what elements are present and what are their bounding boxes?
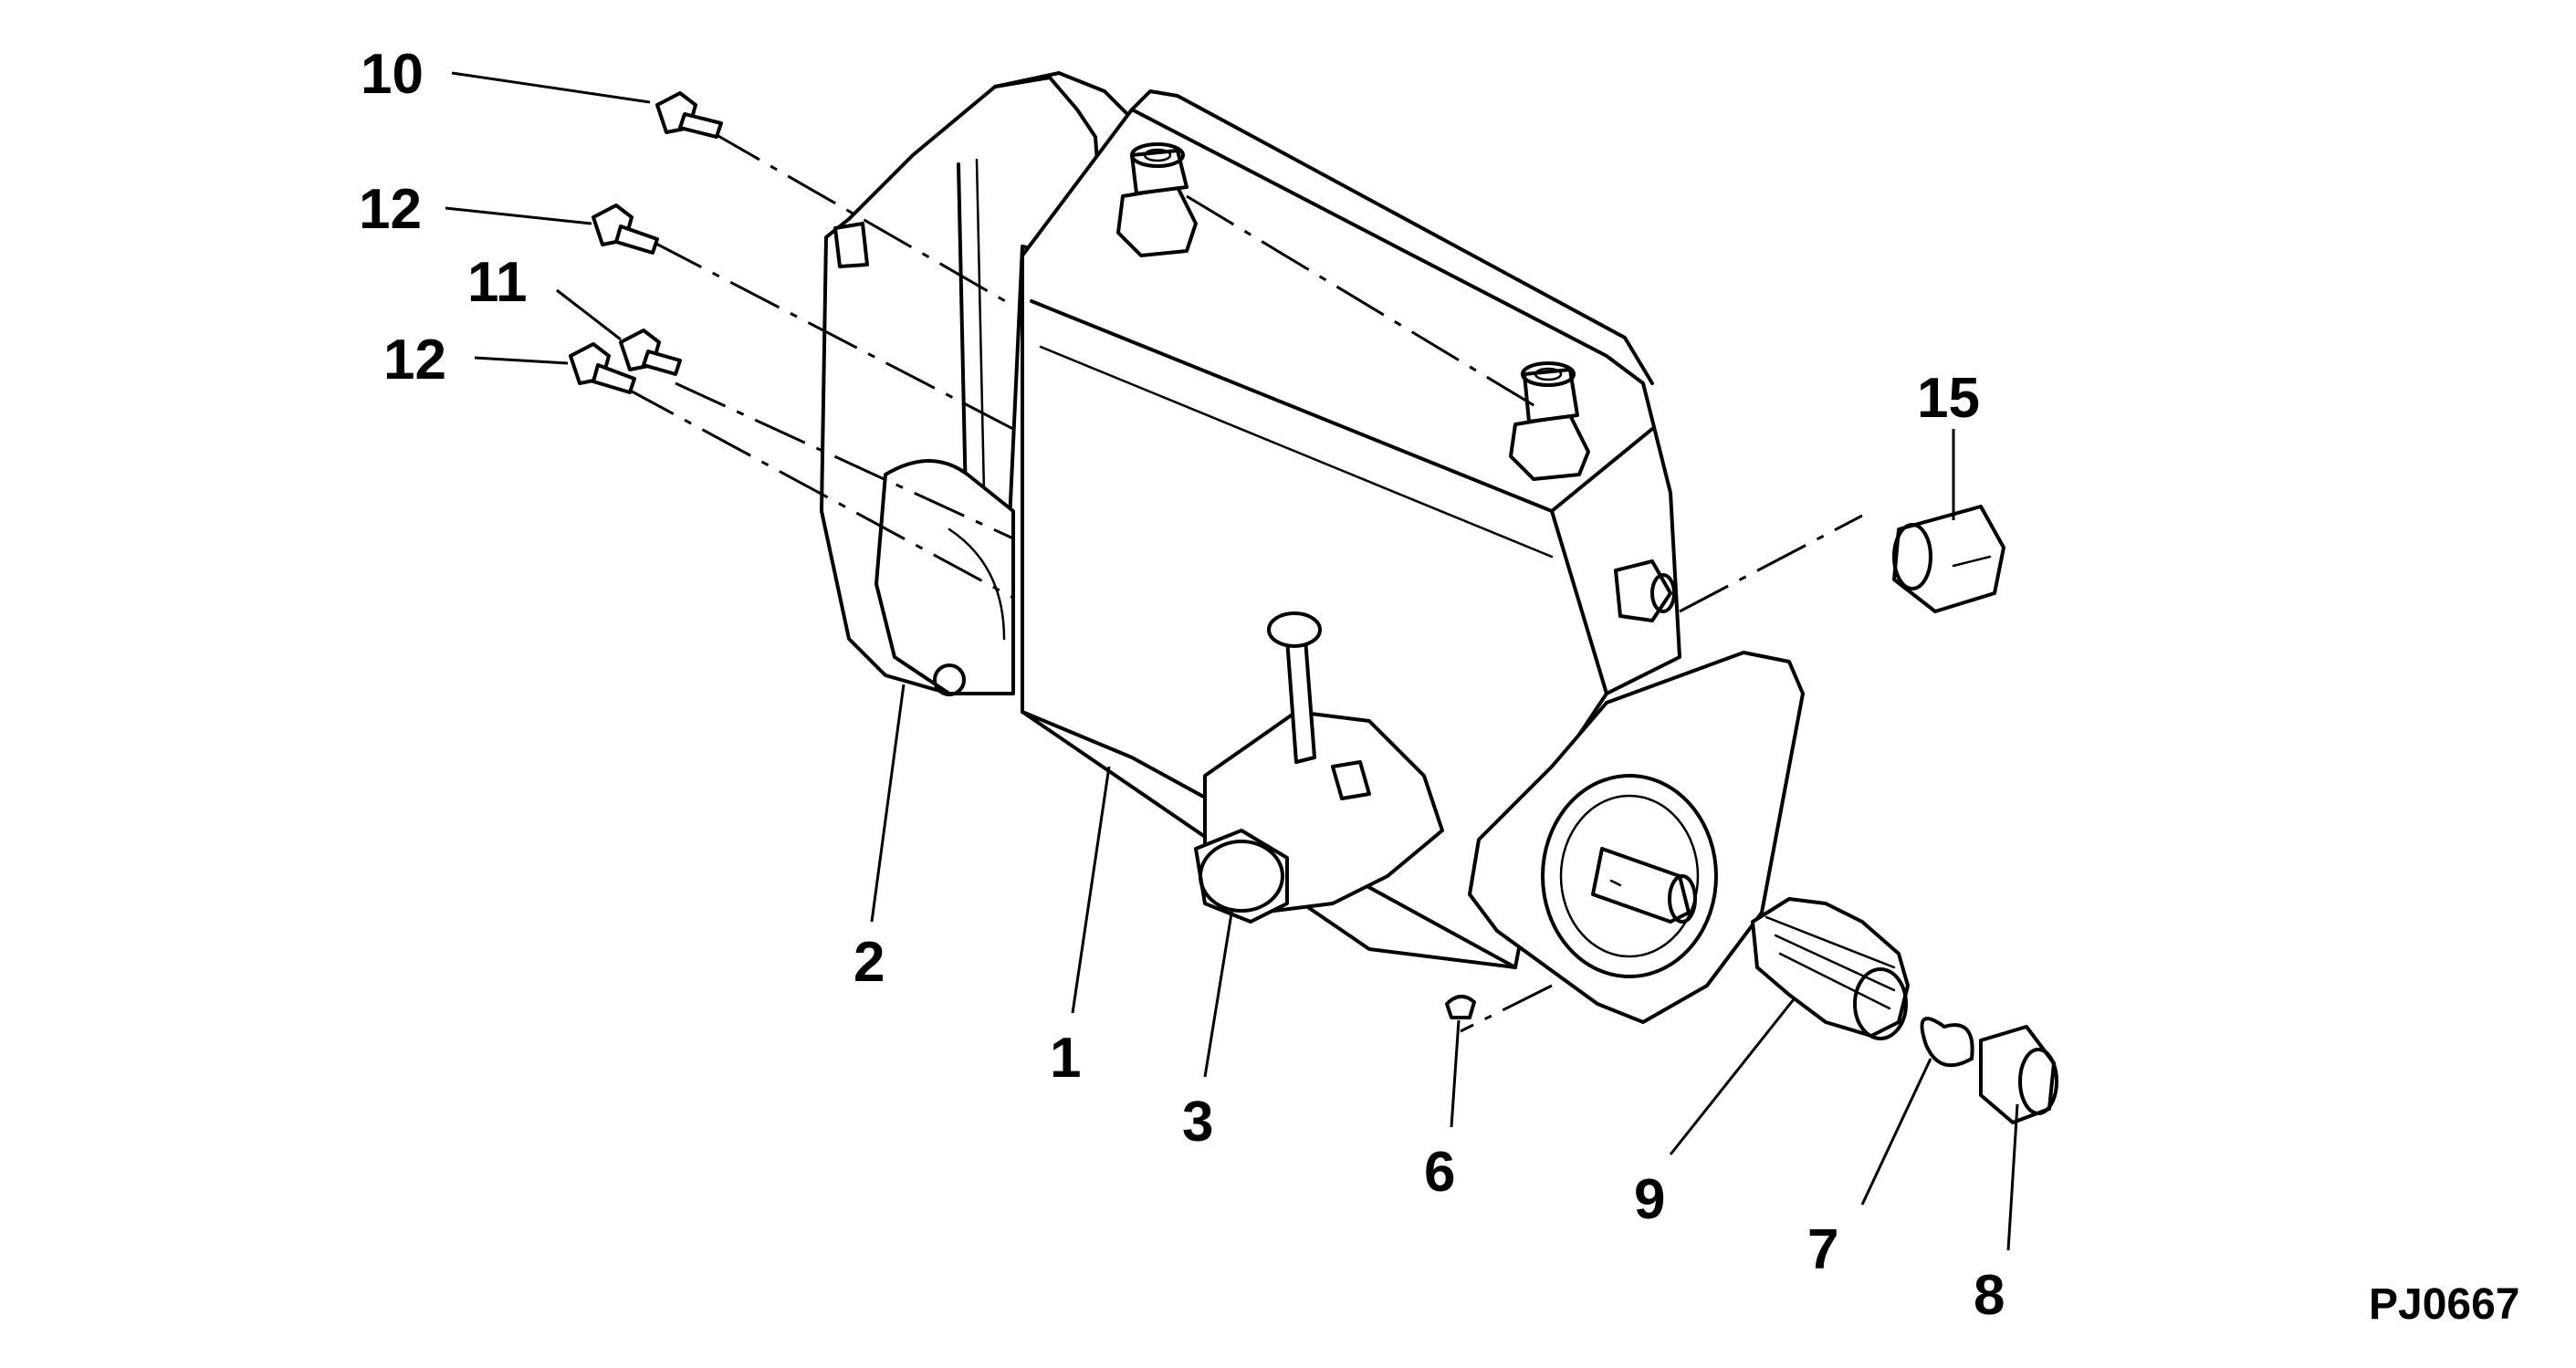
callout-10: 10 xyxy=(361,43,424,106)
callout-12-upper: 12 xyxy=(359,178,422,241)
callout-11: 11 xyxy=(467,251,528,314)
alignment-lines xyxy=(624,131,1863,1033)
callout-7: 7 xyxy=(1807,1218,1838,1281)
callout-15: 15 xyxy=(1917,367,1980,430)
callout-12-lower: 12 xyxy=(383,329,446,392)
side-plug xyxy=(1614,559,1676,622)
callout-3: 3 xyxy=(1182,1091,1213,1154)
circlip-7 xyxy=(1920,1017,1974,1068)
delivery-outlet-1 xyxy=(1116,142,1198,257)
screw-12-lower xyxy=(569,342,636,394)
gear-9 xyxy=(1751,897,1910,1040)
screw-10 xyxy=(655,91,723,139)
screw-11 xyxy=(619,329,682,376)
callout-1: 1 xyxy=(1050,1027,1081,1090)
delivery-outlet-2 xyxy=(1509,361,1590,481)
figure-code: PJ0667 xyxy=(2369,1280,2520,1329)
inlet-fitting xyxy=(1194,611,1444,924)
callout-9: 9 xyxy=(1634,1168,1665,1231)
mounting-flange xyxy=(1468,651,1805,1024)
callout-2: 2 xyxy=(853,931,885,994)
callout-8: 8 xyxy=(1974,1264,2005,1327)
pump-body xyxy=(820,71,1681,969)
cap-15 xyxy=(1892,505,2005,613)
callout-6: 6 xyxy=(1424,1141,1455,1204)
leader-lines xyxy=(445,71,2019,1251)
screw-12-upper xyxy=(592,204,659,255)
sleeve-8 xyxy=(1979,1025,2058,1124)
key-6 xyxy=(1445,995,1476,1019)
